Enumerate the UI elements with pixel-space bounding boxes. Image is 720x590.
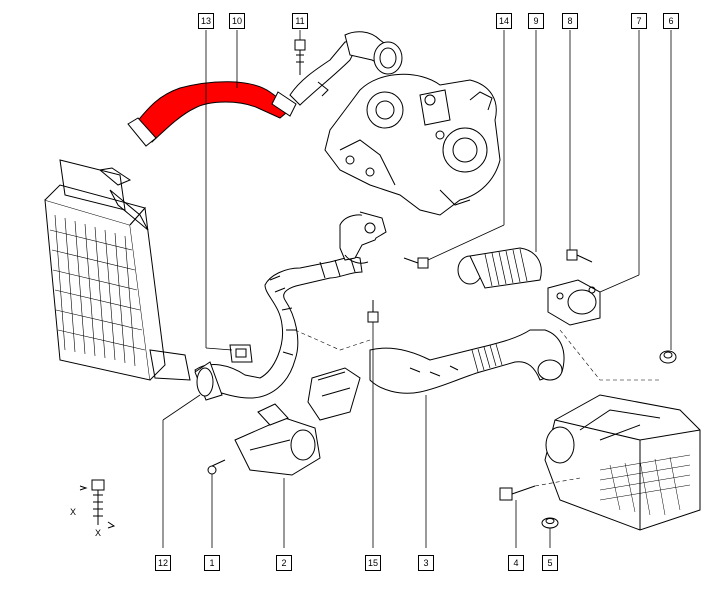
callout-10[interactable]: 10 xyxy=(229,13,245,29)
callout-9[interactable]: 9 xyxy=(528,13,544,29)
turbocharger[interactable] xyxy=(324,73,501,216)
bolt-15[interactable] xyxy=(367,300,379,323)
callout-6[interactable]: 6 xyxy=(663,13,679,29)
air-intake-hose[interactable] xyxy=(369,329,565,394)
intercooler-inlet-hose[interactable] xyxy=(194,255,363,401)
washer-5[interactable] xyxy=(541,517,559,529)
bolt-legend-icon xyxy=(79,479,116,529)
bolt-4[interactable] xyxy=(499,485,536,501)
bolt-legend-x-top: X xyxy=(70,507,77,517)
bolt-14[interactable] xyxy=(403,257,429,269)
intake-resonator[interactable] xyxy=(307,367,361,421)
callout-2[interactable]: 2 xyxy=(276,555,292,571)
air-filter-duct[interactable] xyxy=(457,247,542,289)
callout-13[interactable]: 13 xyxy=(198,13,214,29)
callout-14[interactable]: 14 xyxy=(496,13,512,29)
callout-11[interactable]: 11 xyxy=(292,13,308,29)
callout-7[interactable]: 7 xyxy=(631,13,647,29)
air-filter-box[interactable] xyxy=(544,394,701,531)
hose-clamp-upper[interactable] xyxy=(127,91,297,147)
duct-connector[interactable] xyxy=(547,279,601,326)
turbo-inlet-pipe[interactable] xyxy=(289,31,403,106)
bolt-11[interactable] xyxy=(294,39,306,75)
callout-3[interactable]: 3 xyxy=(418,555,434,571)
bolt-1[interactable] xyxy=(207,459,226,475)
bolt-8[interactable] xyxy=(566,249,593,263)
throttle-elbow-pipe[interactable] xyxy=(339,211,387,264)
callout-12[interactable]: 12 xyxy=(155,555,171,571)
throttle-duct[interactable] xyxy=(234,403,321,476)
callout-5[interactable]: 5 xyxy=(542,555,558,571)
bolt-legend-x-bottom: X xyxy=(95,528,102,538)
callout-1[interactable]: 1 xyxy=(204,555,220,571)
callout-15[interactable]: 15 xyxy=(365,555,381,571)
grommet[interactable] xyxy=(659,350,677,364)
callout-8[interactable]: 8 xyxy=(562,13,578,29)
intake-sensor-bracket[interactable] xyxy=(229,344,253,363)
dashed-connection-lines xyxy=(294,329,660,487)
intercooler[interactable] xyxy=(44,159,191,381)
callout-4[interactable]: 4 xyxy=(508,555,524,571)
intercooler-outlet-hose[interactable] xyxy=(131,81,293,143)
callout-leaders xyxy=(162,30,672,548)
